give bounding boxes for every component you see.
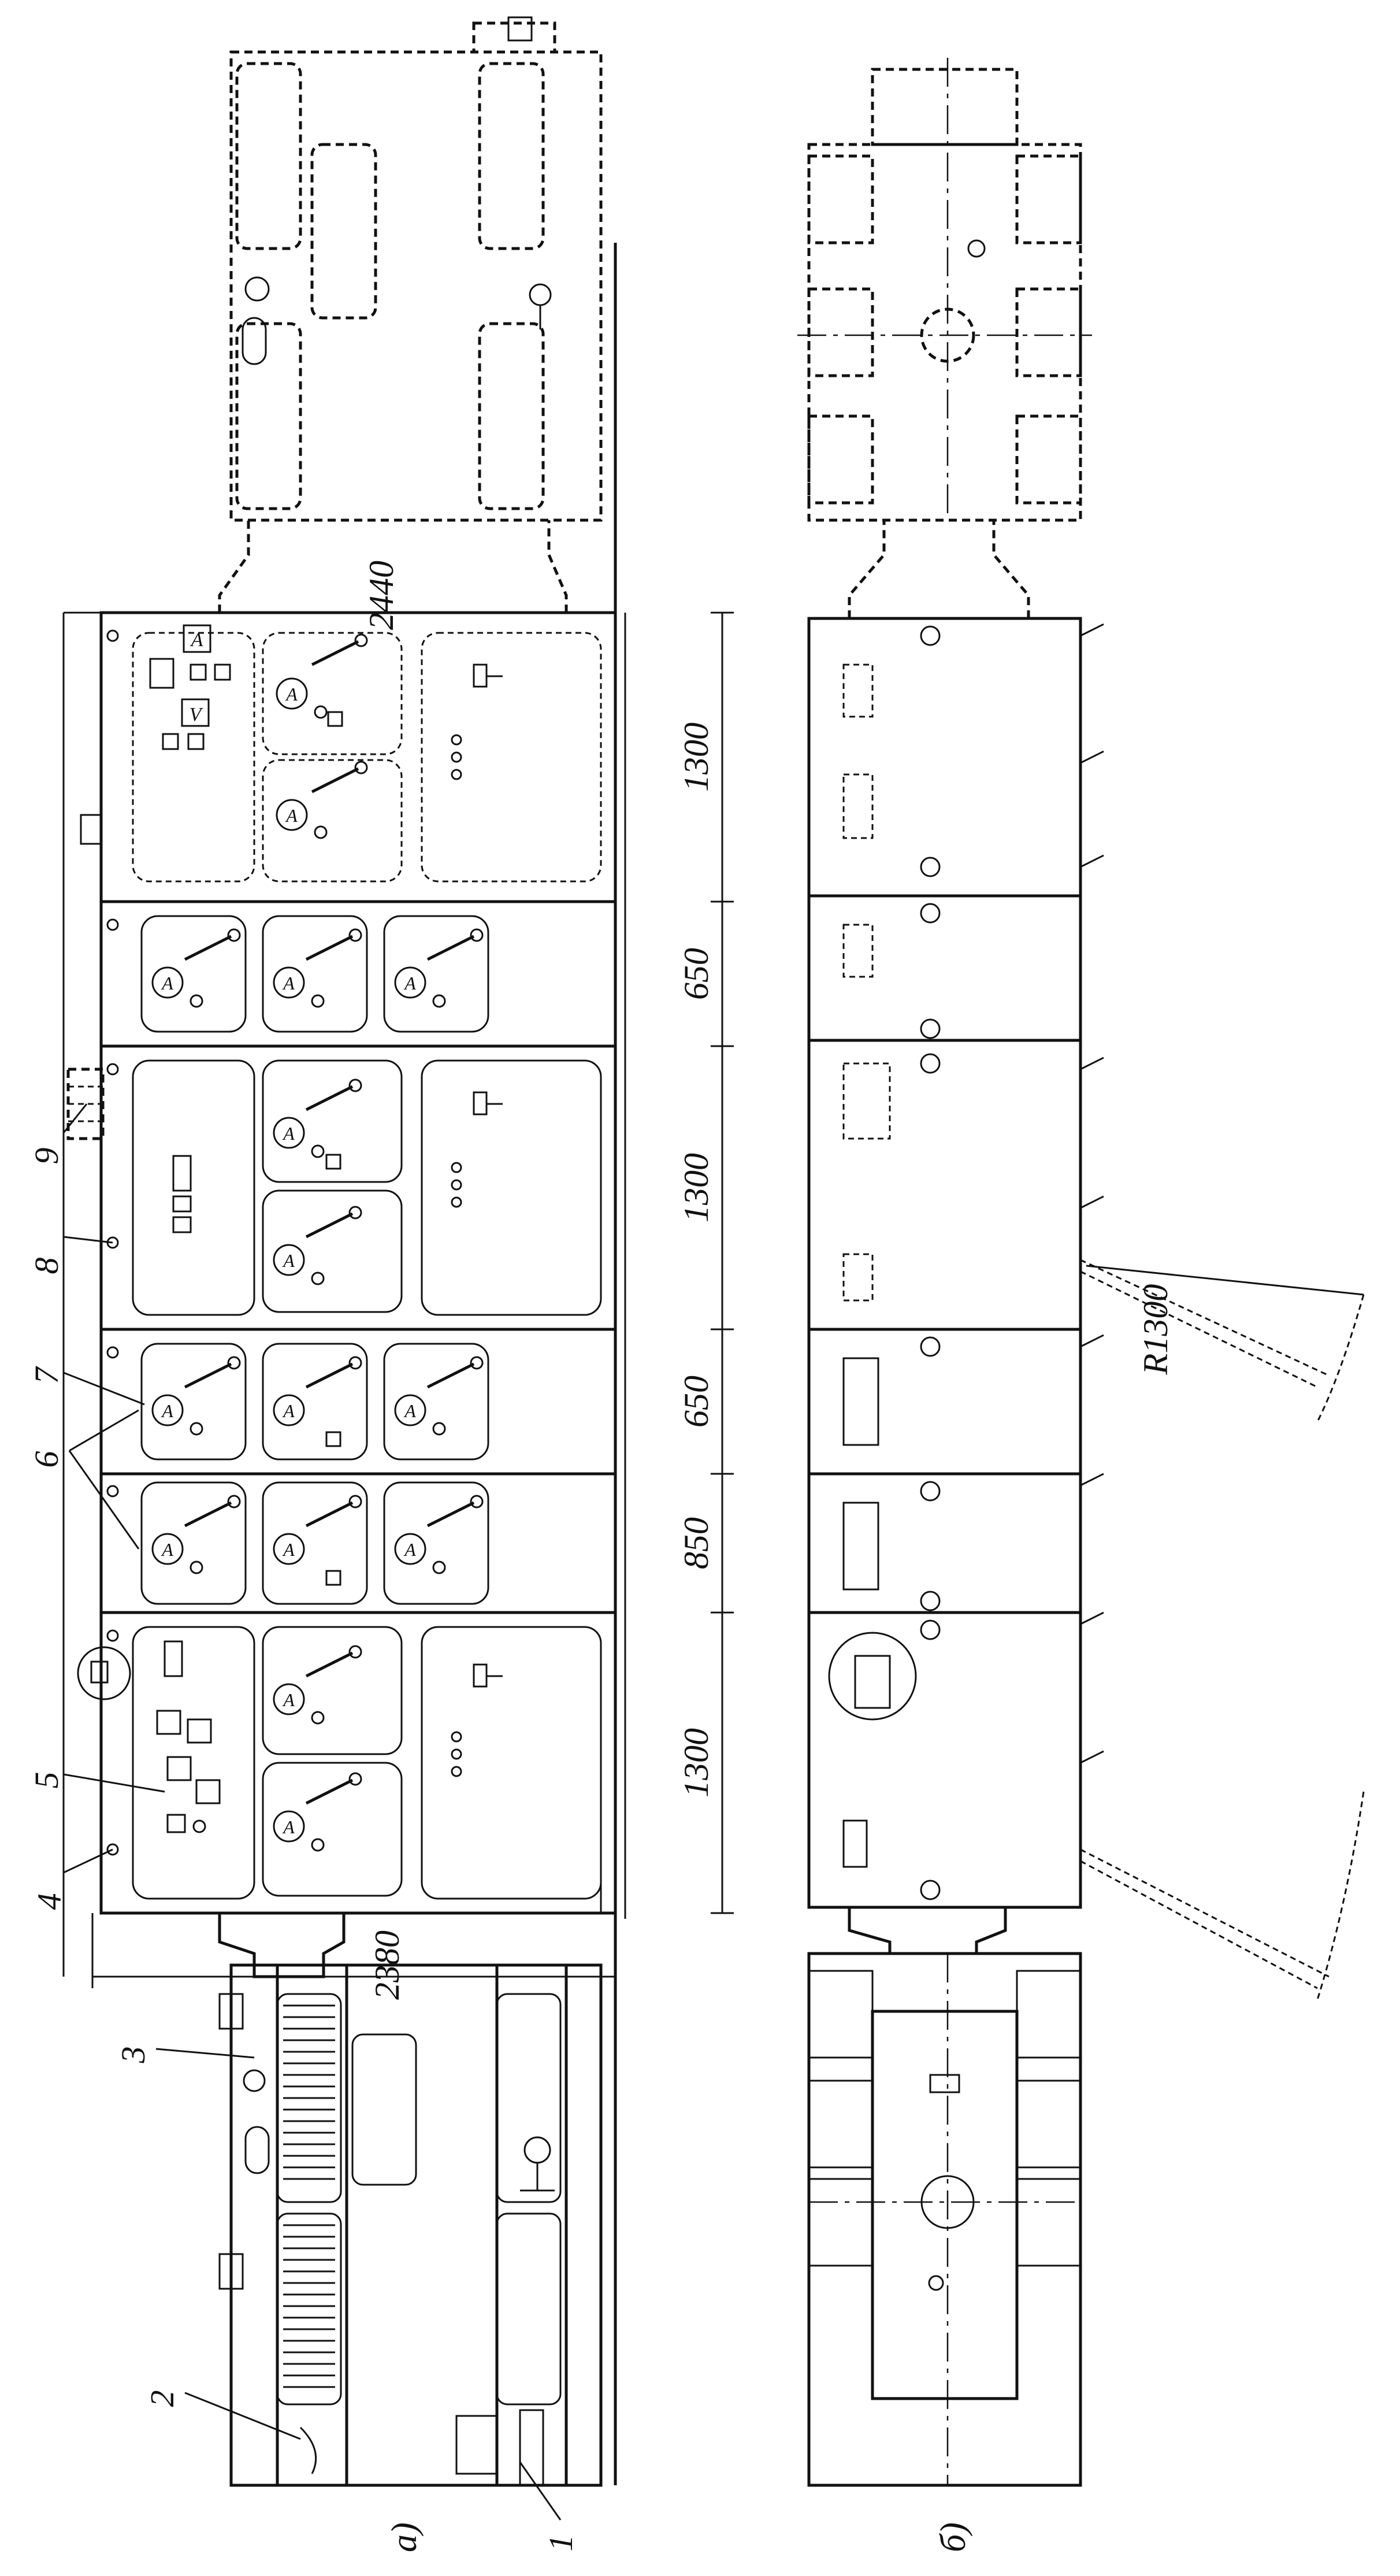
plan-transformer-upper xyxy=(797,58,1092,522)
dim-section-2: 650 xyxy=(677,948,715,1000)
left-edge-studs xyxy=(106,629,119,1856)
callouts: 1 2 3 4 5 6 7 8 9 xyxy=(28,1103,580,2552)
transformer-upper xyxy=(229,16,603,522)
svg-text:A: A xyxy=(282,1539,295,1560)
dim-section-4: 650 xyxy=(677,1376,715,1428)
dim-width-top: 2440 xyxy=(362,561,400,630)
svg-text:A: A xyxy=(282,1689,295,1710)
ammeter-set: A A A A A A A A A A A A A xyxy=(151,928,484,1852)
dim-section-1: 1300 xyxy=(677,722,715,792)
svg-text:A: A xyxy=(285,684,298,705)
callout-1: 1 xyxy=(542,2535,580,2552)
svg-text:A: A xyxy=(282,1817,295,1837)
svg-text:A: A xyxy=(282,1250,295,1271)
svg-text:A: A xyxy=(282,1123,295,1144)
view-b xyxy=(807,520,1365,2000)
svg-text:A: A xyxy=(285,805,298,826)
view-b-label: б) xyxy=(934,2522,973,2552)
svg-text:A: A xyxy=(161,1539,173,1560)
callout-3: 3 xyxy=(114,2047,152,2064)
transformer-lower xyxy=(218,1963,603,2487)
svg-text:A: A xyxy=(190,629,203,651)
callout-5: 5 xyxy=(28,1772,65,1789)
callout-2: 2 xyxy=(143,2390,181,2407)
dim-section-5: 850 xyxy=(677,1517,715,1569)
svg-text:A: A xyxy=(282,973,295,994)
callout-8: 8 xyxy=(28,1258,65,1274)
plan-detail-circle xyxy=(828,1632,917,1721)
svg-text:A: A xyxy=(403,1539,416,1560)
svg-text:A: A xyxy=(403,1400,416,1421)
svg-text:A: A xyxy=(161,973,173,994)
dim-radius: R1300 xyxy=(1137,1284,1175,1376)
switchgear-outline xyxy=(99,611,617,1915)
dimension-lines xyxy=(62,611,734,1988)
voltmeter-letter: V xyxy=(190,704,204,725)
dim-section-3: 1300 xyxy=(677,1153,715,1222)
callout-9: 9 xyxy=(28,1148,65,1165)
svg-text:A: A xyxy=(403,973,416,994)
plan-outline xyxy=(807,617,1082,1909)
view-a: V A A A xyxy=(66,243,626,2485)
detail-circle xyxy=(77,1646,131,1700)
door-hinges xyxy=(1080,623,1104,1764)
svg-text:A: A xyxy=(282,1400,295,1421)
callout-4: 4 xyxy=(31,1893,68,1910)
dim-section-6: 1300 xyxy=(677,1728,715,1797)
transformer-tank xyxy=(229,1963,603,2487)
callout-7: 7 xyxy=(28,1366,65,1384)
dim-width-bottom: 2380 xyxy=(368,1930,406,2000)
view-a-label: а) xyxy=(385,2522,424,2552)
svg-text:A: A xyxy=(161,1400,173,1421)
callout-6: 6 xyxy=(28,1451,65,1468)
plan-transformer-lower xyxy=(807,1952,1082,2487)
